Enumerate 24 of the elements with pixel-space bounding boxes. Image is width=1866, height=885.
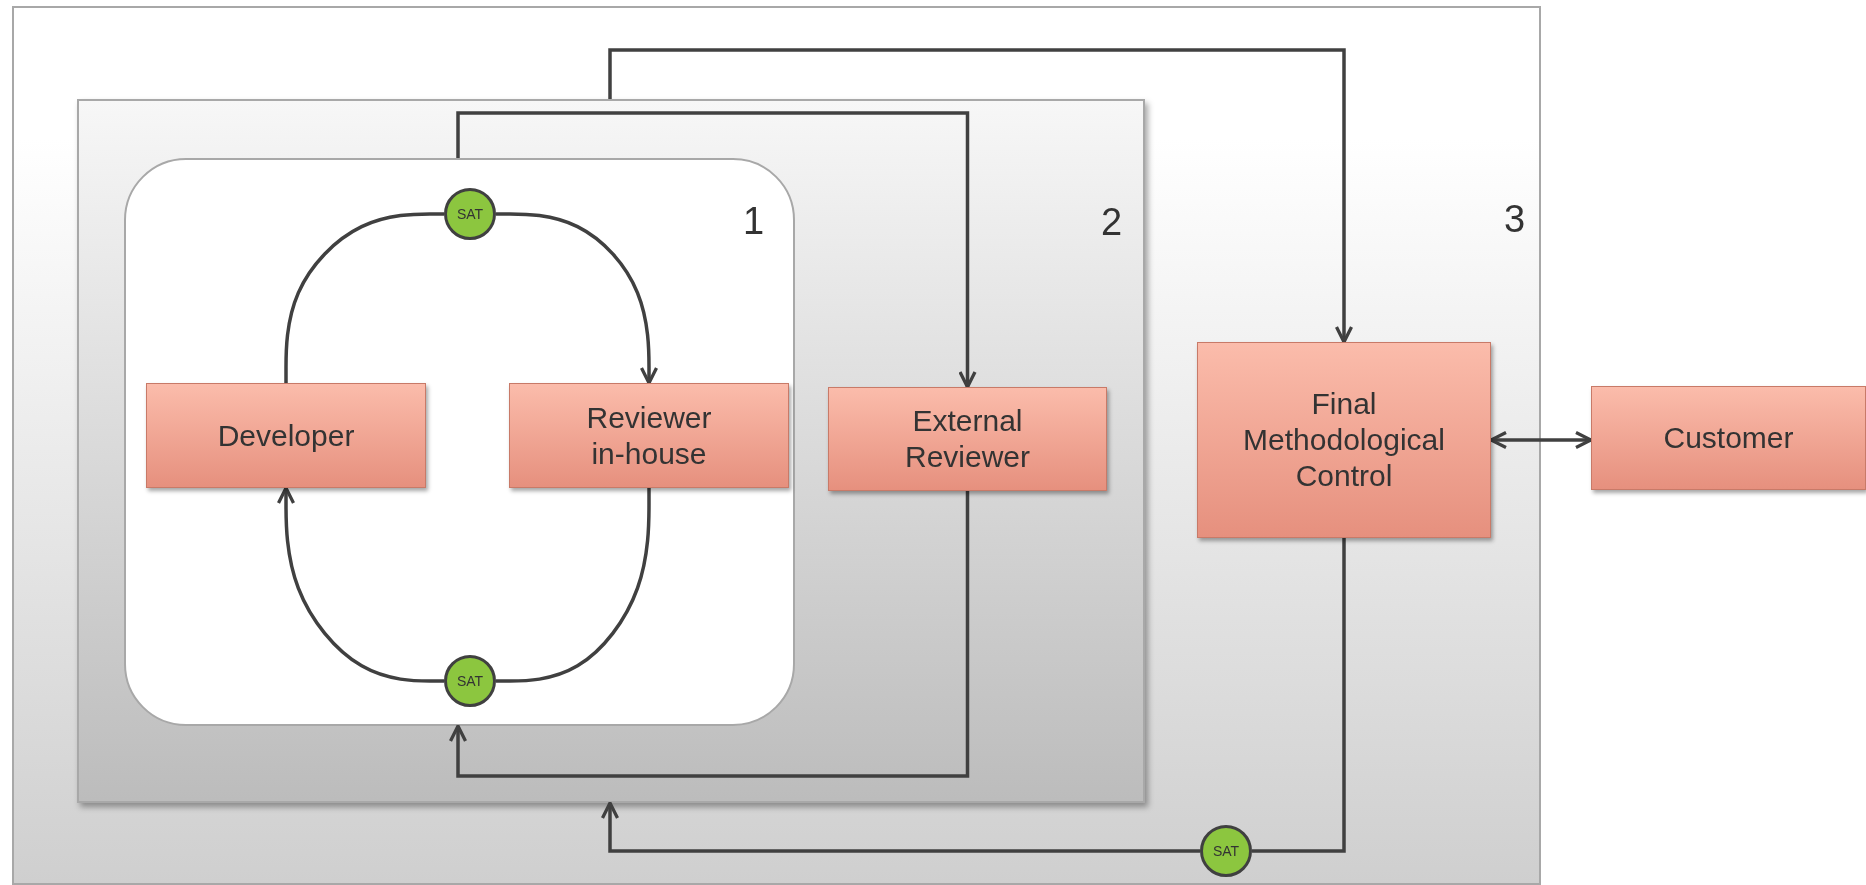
role-box: External Reviewer <box>828 387 1107 491</box>
stage-panel <box>77 99 1145 803</box>
role-box: Final Methodological Control <box>1197 342 1491 538</box>
arrow <box>600 801 1200 853</box>
arrow <box>496 212 659 385</box>
stage-panel <box>124 158 795 726</box>
status-circle: SAT <box>444 655 496 707</box>
arrow <box>448 491 970 778</box>
status-circle: SAT <box>444 188 496 240</box>
panel-number: 2 <box>1101 201 1123 244</box>
connector-line <box>496 488 651 683</box>
panel-number: 3 <box>1504 198 1526 241</box>
stage-panel <box>12 6 1541 885</box>
role-box: Customer <box>1591 386 1866 490</box>
connector-line <box>1252 538 1346 853</box>
status-circle: SAT <box>1200 825 1252 877</box>
arrow <box>1489 430 1593 450</box>
panel-number: 1 <box>743 200 765 243</box>
role-box: Reviewer in-house <box>509 383 789 488</box>
connector-line <box>284 212 444 383</box>
role-box: Developer <box>146 383 426 488</box>
arrow <box>276 486 444 683</box>
arrow <box>456 111 977 389</box>
arrow <box>608 48 1354 344</box>
